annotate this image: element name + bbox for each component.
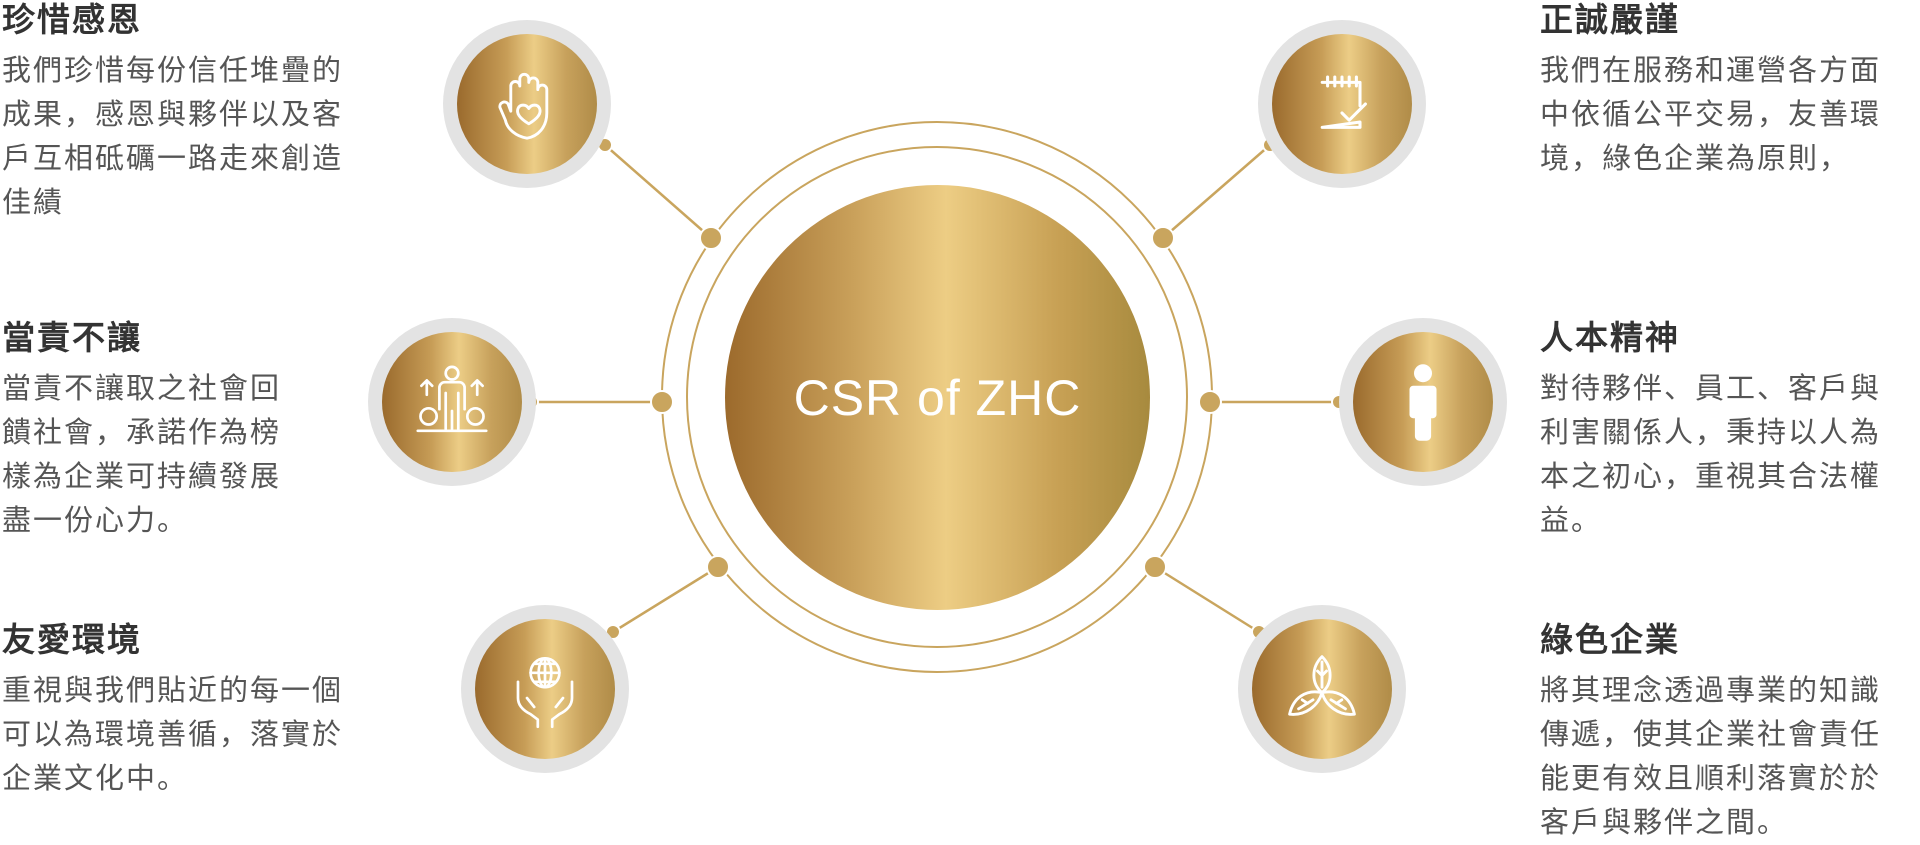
node-4	[1258, 20, 1426, 188]
value-text-3: 友愛環境 重視與我們貼近的每一個 可以為環境善循，落實於 企業文化中。	[2, 620, 382, 800]
hand-heart-icon	[498, 72, 549, 140]
node-3	[461, 605, 629, 773]
value-title: 友愛環境	[2, 620, 142, 659]
connector-dot	[1198, 390, 1222, 414]
value-title: 珍惜感恩	[2, 0, 142, 39]
connector-dot	[699, 226, 723, 250]
value-title: 當責不讓	[2, 318, 142, 357]
inner-ring	[686, 146, 1188, 648]
connector-line-1	[604, 144, 712, 239]
node-2	[368, 318, 536, 486]
connector-line-3	[612, 565, 719, 634]
connector-dot	[650, 390, 674, 414]
value-text-2: 當責不讓 當責不讓取之社會回 饋社會，承諾作為榜 樣為企業可持續發展 盡一份心力…	[2, 318, 382, 542]
value-desc: 重視與我們貼近的每一個 可以為環境善循，落實於 企業文化中。	[2, 673, 344, 795]
connector-dot	[1151, 226, 1175, 250]
leaf-icon	[1288, 655, 1356, 716]
connector-line-4	[1162, 144, 1271, 239]
value-text-1: 珍惜感恩 我們珍惜每份信任堆疊的 成果，感恩與夥伴以及客 戶互相砥礪一路走來創造…	[2, 0, 382, 224]
value-desc: 我們在服務和運營各方面 中依循公平交易，友善環 境，綠色企業為原則，	[1540, 53, 1882, 175]
node-5	[1339, 318, 1507, 486]
center-label: CSR of ZHC	[793, 369, 1082, 426]
person-icon	[1409, 364, 1437, 441]
node-1	[443, 20, 611, 188]
value-desc: 對待夥伴、員工、客戶與 利害關係人，秉持以人為 本之初心，重視其合法權 益。	[1540, 371, 1882, 537]
connector-line-6	[1154, 565, 1260, 634]
node-6	[1238, 605, 1406, 773]
value-title: 綠色企業	[1540, 620, 1680, 659]
checklist-icon	[1320, 75, 1367, 129]
value-text-6: 綠色企業 將其理念透過專業的知識 傳遞，使其企業社會責任 能更有效且順利落實於於…	[1540, 620, 1920, 844]
value-desc: 當責不讓取之社會回 饋社會，承諾作為榜 樣為企業可持續發展 盡一份心力。	[2, 371, 282, 537]
value-title: 正誠嚴謹	[1540, 0, 1680, 39]
connector-dot	[1143, 555, 1167, 579]
value-desc: 將其理念透過專業的知識 傳遞，使其企業社會責任 能更有效且順利落實於於 客戶與夥…	[1540, 673, 1882, 839]
center-circle: CSR of ZHC	[725, 185, 1150, 610]
connector-dot	[706, 555, 730, 579]
value-desc: 我們珍惜每份信任堆疊的 成果，感恩與夥伴以及客 戶互相砥礪一路走來創造 佳績	[2, 53, 344, 219]
person-money-icon	[416, 365, 488, 433]
hands-globe-icon	[516, 657, 574, 729]
value-title: 人本精神	[1540, 318, 1680, 357]
value-text-5: 人本精神 對待夥伴、員工、客戶與 利害關係人，秉持以人為 本之初心，重視其合法權…	[1540, 318, 1920, 542]
value-text-4: 正誠嚴謹 我們在服務和運營各方面 中依循公平交易，友善環 境，綠色企業為原則，	[1540, 0, 1920, 180]
